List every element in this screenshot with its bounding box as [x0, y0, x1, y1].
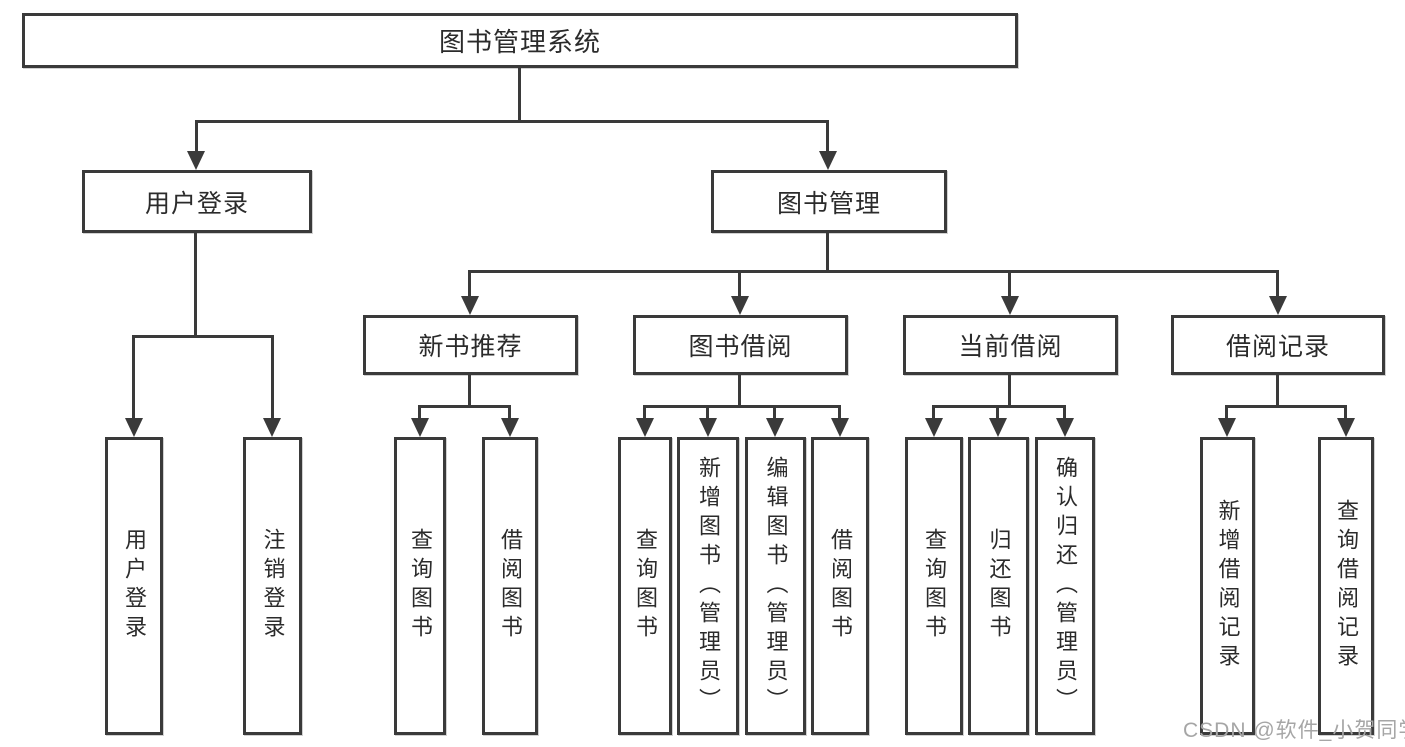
leaf-add-borrow-record: 新增借阅记录 [1200, 437, 1255, 735]
connector-line [195, 120, 829, 123]
leaf-logout: 注销登录 [243, 437, 302, 735]
node-label: 借阅记录 [1225, 333, 1330, 361]
connector-line [738, 270, 741, 298]
connector-line [826, 233, 829, 270]
connector-line [418, 405, 421, 420]
arrow-down-icon [1269, 296, 1287, 315]
connector-line [826, 120, 829, 153]
connector-line [194, 233, 197, 335]
connector-line [643, 405, 646, 420]
leaf-confirm-return-admin: 确认归还（管理员） [1035, 437, 1095, 735]
node-borrowing-records: 借阅记录 [1171, 315, 1385, 375]
connector-line [468, 270, 1279, 273]
connector-line [643, 405, 840, 408]
arrow-down-icon [1337, 418, 1355, 437]
node-label: 新书推荐 [418, 333, 523, 361]
connector-line [195, 120, 198, 153]
leaf-return-books: 归还图书 [968, 437, 1029, 735]
leaf-label: 查询图书 [408, 528, 433, 644]
leaf-label: 新增图书（管理员） [696, 455, 721, 717]
connector-line [1008, 270, 1011, 298]
connector-line [271, 335, 274, 420]
node-label: 用户登录 [144, 189, 249, 218]
node-label: 图书管理系统 [438, 27, 601, 57]
connector-line [1225, 405, 1228, 420]
leaf-edit-book-admin: 编辑图书（管理员） [745, 437, 806, 735]
node-book-borrowing: 图书借阅 [633, 315, 848, 375]
arrow-down-icon [501, 418, 519, 437]
node-label: 当前借阅 [958, 333, 1063, 361]
node-label: 图书管理 [776, 189, 881, 218]
connector-line [932, 405, 1066, 408]
node-library-management-system: 图书管理系统 [22, 13, 1018, 68]
connector-line [932, 405, 935, 420]
connector-line [418, 405, 511, 408]
leaf-query-borrow-record: 查询借阅记录 [1318, 437, 1374, 735]
connector-line [706, 405, 709, 420]
node-current-borrowing: 当前借阅 [903, 315, 1118, 375]
arrow-down-icon [263, 418, 281, 437]
watermark: CSDN @软件_小贺同学 [1183, 719, 1405, 742]
connector-line [1225, 405, 1347, 408]
connector-line [132, 335, 135, 420]
leaf-label: 查询借阅记录 [1334, 499, 1359, 673]
leaf-add-book-admin: 新增图书（管理员） [677, 437, 739, 735]
leaf-label: 查询图书 [633, 528, 658, 644]
arrow-down-icon [125, 418, 143, 437]
leaf-label: 编辑图书（管理员） [763, 455, 789, 717]
arrow-down-icon [989, 418, 1007, 437]
leaf-user-login: 用户登录 [105, 437, 163, 735]
leaf-label: 确认归还（管理员） [1053, 455, 1078, 717]
arrow-down-icon [1218, 418, 1236, 437]
connector-line [1276, 270, 1279, 298]
connector-line [838, 405, 841, 420]
leaf-borrow-books-recommend: 借阅图书 [482, 437, 538, 735]
leaf-label: 归还图书 [986, 528, 1012, 644]
connector-line [1344, 405, 1347, 420]
arrow-down-icon [187, 151, 205, 170]
arrow-down-icon [461, 296, 479, 315]
leaf-label: 用户登录 [122, 528, 147, 644]
connector-line [773, 405, 776, 420]
arrow-down-icon [731, 296, 749, 315]
arrow-down-icon [411, 418, 429, 437]
arrow-down-icon [1001, 296, 1019, 315]
leaf-borrow-books-borrowing: 借阅图书 [811, 437, 869, 735]
connector-line [996, 405, 999, 420]
connector-line [1008, 375, 1011, 405]
leaf-query-books-current: 查询图书 [905, 437, 963, 735]
connector-line [132, 335, 274, 338]
leaf-query-books-borrowing: 查询图书 [618, 437, 672, 735]
leaf-label: 借阅图书 [498, 528, 523, 644]
connector-line [738, 375, 741, 405]
connector-line [508, 405, 511, 420]
arrow-down-icon [1056, 418, 1074, 437]
connector-line [518, 68, 521, 120]
connector-line [468, 375, 471, 405]
leaf-label: 借阅图书 [828, 528, 853, 644]
arrow-down-icon [831, 418, 849, 437]
node-label: 图书借阅 [688, 333, 793, 361]
leaf-label: 新增借阅记录 [1215, 499, 1241, 673]
node-new-book-recommend: 新书推荐 [363, 315, 578, 375]
connector-line [1063, 405, 1066, 420]
arrow-down-icon [925, 418, 943, 437]
leaf-label: 查询图书 [922, 528, 947, 644]
leaf-query-books-recommend: 查询图书 [394, 437, 446, 735]
arrow-down-icon [766, 418, 784, 437]
arrow-down-icon [699, 418, 717, 437]
node-book-management: 图书管理 [711, 170, 947, 233]
arrow-down-icon [636, 418, 654, 437]
arrow-down-icon [819, 151, 837, 170]
connector-line [468, 270, 471, 298]
node-user-login: 用户登录 [82, 170, 312, 233]
connector-line [1276, 375, 1279, 405]
leaf-label: 注销登录 [260, 528, 286, 644]
